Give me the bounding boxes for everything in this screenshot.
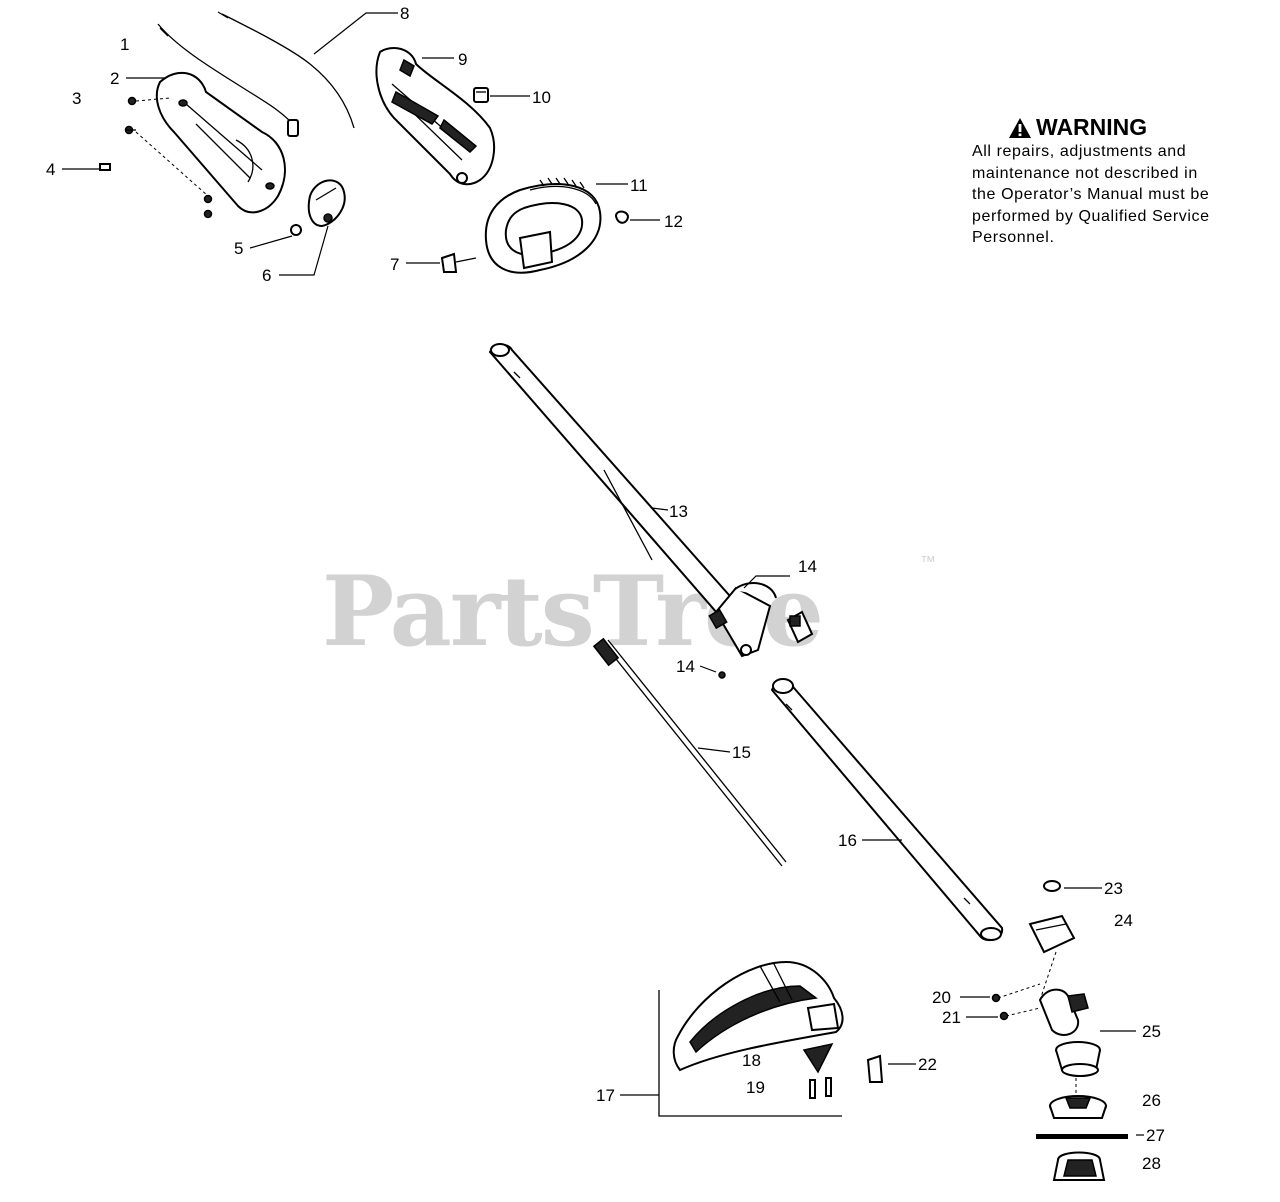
callout-20: 20 — [932, 988, 951, 1007]
callout-14-lower: 14 — [676, 657, 695, 676]
warning-text-line-5: Personnel. — [972, 229, 1055, 246]
callout-18: 18 — [742, 1051, 761, 1070]
part-coupler — [708, 582, 814, 679]
part-switch — [473, 87, 489, 103]
callout-7: 7 — [390, 255, 399, 274]
part-gearhead — [991, 880, 1101, 1077]
callout-5: 5 — [234, 239, 243, 258]
part-throttle-handle — [375, 47, 496, 186]
callout-25: 25 — [1142, 1022, 1161, 1041]
callout-3: 3 — [72, 89, 81, 108]
callout-24: 24 — [1114, 911, 1133, 930]
warning-title: WARNING — [1036, 114, 1148, 140]
part-trimmer-line — [1036, 1134, 1128, 1139]
callout-11: 11 — [630, 176, 648, 195]
warning-heading: WARNING — [1008, 114, 1262, 141]
part-clamp — [290, 179, 346, 236]
callout-10: 10 — [532, 88, 551, 107]
part-spool — [1049, 1078, 1107, 1119]
callout-21: 21 — [942, 1008, 961, 1027]
callout-17: 17 — [596, 1086, 615, 1105]
callout-26: 26 — [1142, 1091, 1161, 1110]
warning-text-line-2: maintenance not described in — [972, 164, 1198, 182]
callout-27: 27 — [1146, 1126, 1165, 1145]
callout-2: 2 — [110, 69, 119, 88]
callout-22: 22 — [918, 1055, 937, 1074]
part-guard — [658, 960, 844, 1117]
part-lower-shaft — [770, 678, 1004, 942]
warning-text-line-4: performed by Qualified Service — [972, 207, 1210, 225]
callout-4: 4 — [46, 160, 55, 179]
warning-text-line-3: the Operator’s Manual must be — [972, 186, 1210, 203]
leader-lines — [62, 12, 1144, 1136]
callout-12: 12 — [664, 212, 683, 231]
callout-labels: 1 2 3 4 5 6 7 8 9 10 11 12 13 14 14 15 1… — [46, 4, 1165, 1173]
callout-28: 28 — [1142, 1154, 1161, 1173]
callout-19: 19 — [746, 1078, 765, 1097]
part-screws — [99, 96, 213, 219]
callout-9: 9 — [458, 50, 467, 69]
callout-8: 8 — [400, 4, 409, 23]
callout-13: 13 — [669, 502, 688, 521]
callout-16: 16 — [838, 831, 857, 850]
part-drive-shaft — [592, 637, 787, 867]
callout-14-upper: 14 — [798, 557, 817, 576]
callout-23: 23 — [1104, 879, 1123, 898]
callout-1: 1 — [120, 35, 129, 54]
watermark-trademark: ™ — [920, 554, 936, 571]
warning-triangle-icon — [1009, 117, 1031, 138]
callout-6: 6 — [262, 266, 271, 285]
warning-text-line-1: All repairs, adjustments and — [972, 143, 1187, 160]
callout-15: 15 — [732, 743, 751, 762]
part-front-handle — [484, 177, 602, 274]
part-line-cutter — [802, 1042, 884, 1099]
part-wire-harness — [157, 23, 299, 137]
part-spool-cap — [1052, 1151, 1106, 1181]
warning-notice: WARNING All repairs, adjustments and mai… — [972, 114, 1262, 249]
part-handle-housing — [155, 72, 286, 214]
watermark: PartsTree ™ — [322, 554, 936, 668]
part-handle-bolt — [440, 210, 630, 273]
part-upper-shaft — [488, 343, 762, 646]
part-throttle-cable — [217, 11, 355, 129]
